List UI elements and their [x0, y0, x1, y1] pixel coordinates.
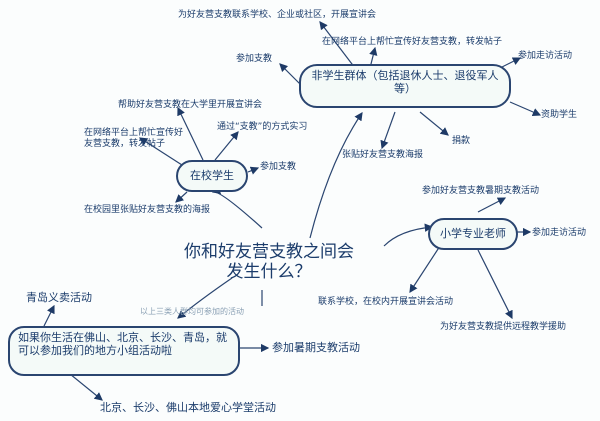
non-student-branch-6: 捐款	[452, 136, 471, 146]
connector-st-2	[214, 131, 239, 161]
connector-central-local	[177, 277, 233, 319]
connector-central-nonstudent	[309, 112, 363, 239]
central-topic-line1: 你和好友营支教之间会	[184, 242, 354, 262]
connector-central-student	[211, 186, 263, 229]
connector-st-5	[175, 191, 188, 203]
group-local: 如果你生活在佛山、北京、长沙、青岛，就可以参加我们的地方小组活动啦	[8, 326, 240, 376]
connector-lo-3	[69, 373, 103, 401]
non-student-branch-1: 为好友营支教联系学校、企业或社区，开展宣讲会	[178, 10, 377, 20]
teacher-branch-3: 联系学校，在校内开展宣讲会活动	[318, 297, 454, 307]
non-student-branch-2: 在网络平台上帮忙宣传好友营支教，转发帖子	[322, 37, 503, 47]
non-student-branch-4: 参加走访活动	[518, 51, 573, 61]
connector-te-1	[477, 197, 507, 213]
connector-st-4	[247, 166, 260, 175]
connector-central-teacher	[383, 223, 434, 247]
connector-ns-5	[509, 101, 542, 116]
student-branch-3: 在网络平台上帮忙宣传好友营支教，转发帖子	[84, 128, 184, 149]
connector-te-4	[477, 249, 513, 320]
connector-st-1	[177, 106, 204, 161]
connector-st-3	[138, 137, 183, 166]
non-student-branch-3: 参加支教	[236, 54, 273, 64]
non-student-branch-5: 资助学生	[541, 110, 578, 120]
group-local-title: 如果你生活在佛山、北京、长沙、青岛，就可以参加我们的地方小组活动啦	[18, 331, 227, 357]
central-topic-line2: 发生什么？	[226, 262, 312, 282]
shared-activity-note: 以上三类人群均可参加的活动	[140, 307, 244, 316]
student-branch-1: 帮助好友营支教在大学里开展宣讲会	[118, 100, 263, 110]
student-branch-2: 通过“支教”的方式实习	[217, 122, 308, 132]
teacher-branch-4: 为好友营支教提供远程教学援助	[440, 322, 567, 332]
teacher-branch-2: 参加走访活动	[532, 228, 587, 238]
connector-lo-1	[43, 304, 55, 327]
connector-ns-6	[419, 111, 449, 136]
local-branch-3: 北京、长沙、佛山本地爱心学堂活动	[100, 401, 276, 414]
non-student-branch-7: 张贴好友营支教海报	[342, 150, 424, 160]
group-student-title: 在校学生	[190, 169, 234, 182]
local-branch-1: 青岛义卖活动	[26, 291, 92, 304]
group-non-student: 非学生群体（包括退休人士、退役军人等）	[299, 64, 511, 108]
teacher-branch-1: 参加好友营支教暑期支教活动	[422, 186, 540, 196]
connector-ns-3	[279, 63, 301, 85]
student-branch-5: 在校园里张贴好友营支教的海报	[84, 205, 211, 215]
group-non-student-title: 非学生群体（包括退休人士、退役军人等）	[311, 69, 499, 95]
group-student: 在校学生	[176, 160, 248, 192]
group-teacher-title: 小学专业老师	[440, 227, 506, 240]
local-branch-2: 参加暑期支教活动	[272, 341, 360, 354]
central-topic: 你和好友营支教之间会 发生什么？	[184, 242, 354, 282]
connector-ns-7	[380, 111, 396, 150]
student-branch-4: 参加支教	[260, 162, 297, 172]
group-teacher: 小学专业老师	[428, 218, 518, 250]
connector-te-3	[409, 245, 441, 294]
connector-ns-1	[319, 21, 356, 69]
